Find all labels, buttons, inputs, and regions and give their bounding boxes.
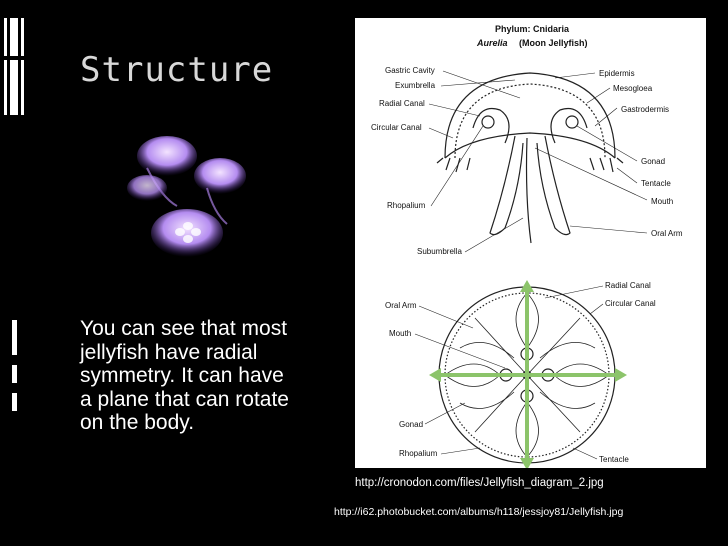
svg-text:Rhopalium: Rhopalium bbox=[387, 201, 426, 210]
svg-text:Tentacle: Tentacle bbox=[641, 179, 671, 188]
svg-text:Radial Canal: Radial Canal bbox=[379, 99, 425, 108]
svg-text:Mouth: Mouth bbox=[389, 329, 411, 338]
slide-title: Structure bbox=[80, 50, 274, 90]
top-view-labels-right: Radial Canal Circular Canal Tentacle bbox=[599, 281, 656, 464]
top-view-labels-left: Oral Arm Mouth Gonad Rhopalium bbox=[385, 301, 438, 458]
slide-decoration-bars bbox=[0, 0, 40, 546]
svg-text:Mouth: Mouth bbox=[651, 197, 673, 206]
svg-text:Subumbrella: Subumbrella bbox=[417, 247, 462, 256]
svg-text:Tentacle: Tentacle bbox=[599, 455, 629, 464]
svg-text:Circular Canal: Circular Canal bbox=[605, 299, 656, 308]
jellyfish-diagram: Phylum: Cnidaria Aurelia (Moon Jellyfish… bbox=[355, 18, 706, 468]
svg-text:Rhopalium: Rhopalium bbox=[399, 449, 438, 458]
svg-text:Gonad: Gonad bbox=[399, 420, 423, 429]
svg-text:Gastric Cavity: Gastric Cavity bbox=[385, 66, 435, 75]
svg-text:Mesogloea: Mesogloea bbox=[613, 84, 653, 93]
side-view-jellyfish-drawing bbox=[436, 72, 624, 244]
svg-text:Radial Canal: Radial Canal bbox=[605, 281, 651, 290]
slide-body-text: You can see that most jellyfish have rad… bbox=[80, 317, 289, 434]
top-view-leader-lines bbox=[414, 285, 604, 460]
svg-text:Epidermis: Epidermis bbox=[599, 69, 635, 78]
radial-symmetry-axes-icon bbox=[429, 280, 627, 468]
diagram-phylum-label: Phylum: Cnidaria bbox=[495, 24, 570, 34]
svg-text:Gastrodermis: Gastrodermis bbox=[621, 105, 669, 114]
diagram-source-credit: http://cronodon.com/files/Jellyfish_diag… bbox=[355, 477, 604, 489]
side-view-labels-left: Gastric Cavity Exumbrella Radial Canal C… bbox=[371, 66, 462, 256]
moon-jellyfish-photo bbox=[102, 128, 262, 268]
side-view-leader-lines bbox=[428, 70, 648, 253]
svg-text:Exumbrella: Exumbrella bbox=[395, 81, 436, 90]
photo-source-credit: http://i62.photobucket.com/albums/h118/j… bbox=[334, 506, 624, 518]
svg-text:Circular Canal: Circular Canal bbox=[371, 123, 422, 132]
diagram-species-italic: Aurelia bbox=[476, 38, 508, 48]
svg-text:Oral Arm: Oral Arm bbox=[651, 229, 683, 238]
side-view-labels-right: Epidermis Mesogloea Gastrodermis Gonad T… bbox=[599, 69, 683, 238]
svg-text:Oral Arm: Oral Arm bbox=[385, 301, 417, 310]
svg-text:Gonad: Gonad bbox=[641, 157, 665, 166]
diagram-species-common: (Moon Jellyfish) bbox=[519, 38, 588, 48]
